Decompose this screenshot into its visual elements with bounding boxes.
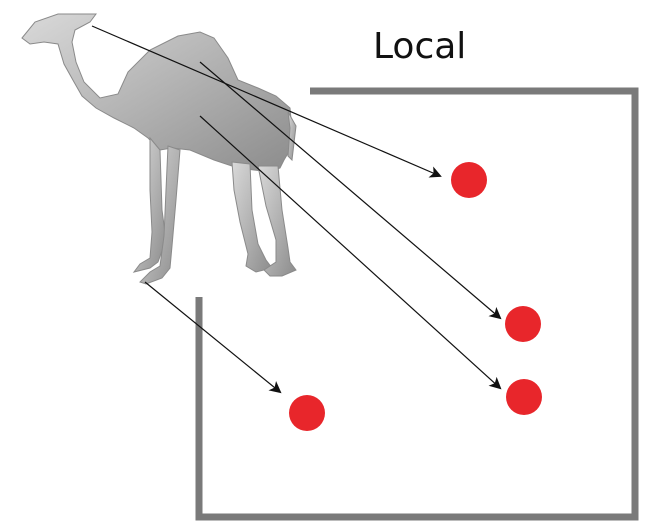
point-marker — [289, 395, 325, 431]
arrow-foot-to-point — [144, 281, 282, 394]
arrow-hump-to-point — [199, 61, 502, 320]
arrow-belly-to-point — [199, 115, 502, 390]
mapped-points — [289, 162, 542, 431]
arrow-head-to-point — [91, 25, 442, 178]
point-marker — [505, 306, 541, 342]
point-marker — [506, 379, 542, 415]
mapping-arrows — [91, 25, 502, 394]
point-marker — [451, 162, 487, 198]
local-frame — [195, 87, 639, 521]
camel-icon — [21, 13, 297, 285]
local-label: Local — [373, 26, 466, 67]
